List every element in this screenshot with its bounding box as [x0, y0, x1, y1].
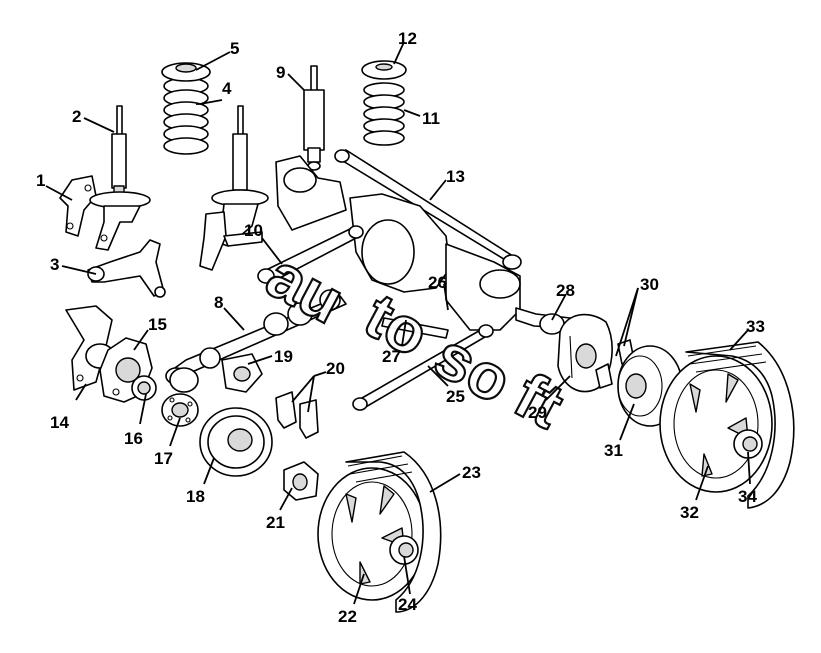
bracket-part-1 [59, 175, 97, 237]
callout-34: 34 [738, 487, 757, 506]
callout-18: 18 [186, 487, 205, 506]
rear-wheel-group [659, 341, 795, 509]
callout-27: 27 [382, 347, 401, 366]
shock-absorber-part-9 [303, 65, 325, 171]
callout-11: 11 [422, 109, 440, 128]
control-arm-part-3 [87, 239, 165, 297]
callout-24: 24 [398, 595, 417, 614]
brake-pads-part-20 [275, 391, 319, 439]
callout-17: 17 [154, 449, 173, 468]
brake-disc-part-18 [199, 407, 273, 477]
callout-5: 5 [230, 39, 239, 58]
coil-spring-part-4 [163, 77, 209, 155]
callout-9: 9 [276, 63, 285, 82]
callout-33: 33 [746, 317, 765, 336]
rear-wheel-rim-part-32 [659, 355, 773, 493]
callout-1: 1 [36, 171, 45, 190]
callout-31: 31 [604, 441, 623, 460]
front-wheel-group [317, 451, 442, 613]
link-part-27 [381, 317, 449, 339]
callout-28: 28 [556, 281, 575, 300]
callout-16: 16 [124, 429, 143, 448]
callout-13: 13 [446, 167, 465, 186]
wheel-rim-part-22 [317, 467, 427, 601]
rear-spring-seat-part-12 [361, 60, 407, 80]
callout-22: 22 [338, 607, 357, 626]
bearing-part-16 [131, 375, 157, 401]
callout-10: 10 [244, 221, 263, 240]
spring-seat-part-5 [161, 62, 211, 82]
callout-32: 32 [680, 503, 699, 522]
rear-wheel-nut-part-34 [733, 429, 763, 459]
cap-part-21 [283, 461, 319, 501]
callout-2: 2 [72, 107, 81, 126]
callout-15: 15 [148, 315, 167, 334]
driveshaft-part-8 [165, 289, 347, 385]
leader-lines [45, 41, 751, 605]
callout-labels: 1 2 3 4 5 8 9 10 11 12 13 14 15 16 17 18… [36, 29, 765, 626]
front-strut-part-2 [89, 105, 151, 251]
callout-23: 23 [462, 463, 481, 482]
wheel-nut-part-24 [389, 535, 419, 565]
rear-axle-subframe [257, 149, 522, 411]
callout-4: 4 [222, 79, 232, 98]
hub-flange-part-17 [161, 393, 199, 427]
callout-3: 3 [50, 255, 59, 274]
strut-assembly-right [199, 105, 269, 271]
callout-21: 21 [266, 513, 285, 532]
callout-8: 8 [214, 293, 223, 312]
callout-30: 30 [640, 275, 659, 294]
callout-20: 20 [326, 359, 345, 378]
callout-26: 26 [428, 273, 447, 292]
callout-19: 19 [274, 347, 293, 366]
tire-part-23 [345, 451, 442, 613]
front-suspension-group [59, 62, 269, 298]
callout-14: 14 [50, 413, 69, 432]
rear-tire-part-33 [685, 341, 795, 509]
callout-29: 29 [528, 403, 547, 422]
callout-25: 25 [446, 387, 465, 406]
rear-coil-spring-part-11 [363, 82, 405, 146]
callout-12: 12 [398, 29, 417, 48]
